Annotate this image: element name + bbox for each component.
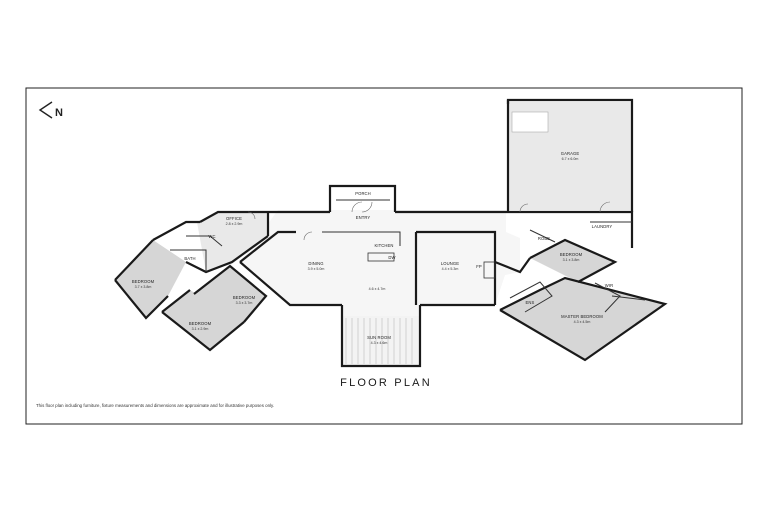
room-robe-name: ROBE	[538, 236, 550, 241]
room-wc-name: WC	[208, 234, 215, 239]
room-bedroom-mid-name: BEDROOM	[233, 295, 256, 300]
room-garage-dim: 6.7 x 6.0m	[562, 157, 579, 161]
room-garage-name: GARAGE	[561, 151, 580, 156]
room-lounge-dim: 4.4 x 5.3m	[442, 267, 459, 271]
disclaimer-text: This floor plan including furniture, fix…	[36, 403, 274, 408]
room-bedroom-sw-name: BEDROOM	[189, 321, 212, 326]
room-bath-name: BATH	[184, 256, 195, 261]
sunroom-deck	[345, 318, 413, 364]
room-fp-name: FP	[476, 264, 482, 269]
room-wir-name: WIR	[605, 283, 613, 288]
door-swings	[247, 201, 611, 241]
room-bedroom-e-name: BEDROOM	[560, 252, 583, 257]
room-bedroom-sw-dim: 3.1 x 2.9m	[192, 327, 209, 331]
room-bedroom-mid-dim: 3.3 x 3.7m	[236, 301, 253, 305]
room-sunroom-name: SUN ROOM	[367, 335, 391, 340]
walls	[114, 98, 668, 368]
room-master-dim: 4.3 x 4.5m	[574, 320, 591, 324]
room-sunroom-dim: 4.3 x 4.6m	[371, 341, 388, 345]
room-dining-name: DINING	[308, 261, 323, 266]
room-ens-name: ENS	[526, 300, 535, 305]
room-dining-dim: 3.9 x 5.0m	[308, 267, 325, 271]
room-entry-name: ENTRY	[356, 215, 371, 220]
room-kitchen-name: KITCHEN	[374, 243, 393, 248]
svg-text:N: N	[55, 107, 63, 119]
room-family-dim: 4.6 x 4.7m	[369, 287, 386, 291]
north-arrow-icon: N	[38, 101, 63, 119]
room-labels: GARAGE 6.7 x 6.0m PORCH ENTRY OFFICE 2.8…	[132, 151, 613, 345]
room-porch-name: PORCH	[355, 191, 371, 196]
room-lounge-name: LOUNGE	[441, 261, 459, 266]
room-dw-name: DW	[388, 255, 395, 260]
room-office-name: OFFICE	[226, 216, 242, 221]
room-office-dim: 2.8 x 2.9m	[226, 222, 243, 226]
plan-title: FLOOR PLAN	[340, 377, 432, 389]
room-bedroom-nw-dim: 3.7 x 3.8m	[135, 285, 152, 289]
room-master-name: MASTER BEDROOM	[561, 314, 603, 319]
room-laundry-name: LAUNDRY	[592, 224, 613, 229]
room-bedroom-nw-name: BEDROOM	[132, 279, 155, 284]
plan-frame	[25, 87, 743, 425]
room-bedroom-e-dim: 3.1 x 3.8m	[563, 258, 580, 262]
floor-fills	[115, 102, 665, 366]
